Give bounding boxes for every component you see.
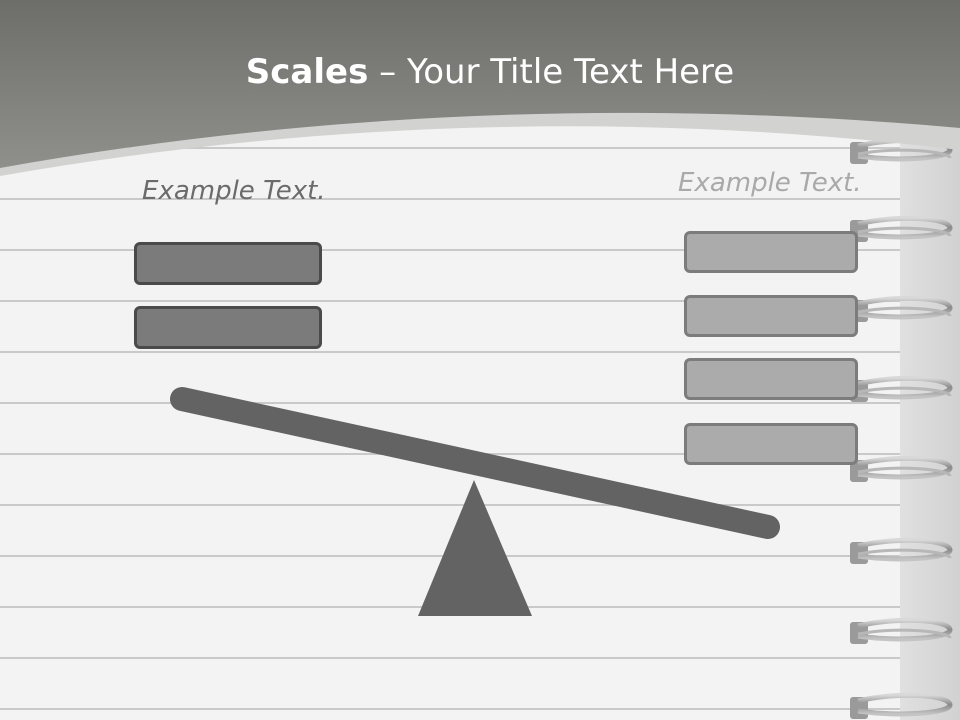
title-rest: – Your Title Text Here xyxy=(368,52,735,92)
spiral-binding xyxy=(850,137,953,719)
header-band xyxy=(0,0,960,168)
fulcrum-triangle xyxy=(418,480,532,616)
seesaw-beam xyxy=(170,387,780,539)
slide-title: Scales – Your Title Text Here xyxy=(0,52,960,92)
spiral-ring xyxy=(850,617,953,644)
spiral-ring xyxy=(850,455,953,482)
right-box xyxy=(684,423,858,465)
spiral-ring xyxy=(850,537,953,564)
right-box xyxy=(684,358,858,400)
left-example-text: Example Text. xyxy=(142,176,326,206)
spiral-ring xyxy=(850,692,953,719)
right-box xyxy=(684,231,858,273)
spiral-ring xyxy=(850,375,953,402)
right-box xyxy=(684,295,858,337)
title-bold: Scales xyxy=(245,52,369,92)
left-box xyxy=(134,242,322,285)
spiral-ring xyxy=(850,215,953,242)
spiral-ring xyxy=(850,295,953,322)
right-example-text: Example Text. xyxy=(678,168,862,198)
left-box xyxy=(134,306,322,349)
